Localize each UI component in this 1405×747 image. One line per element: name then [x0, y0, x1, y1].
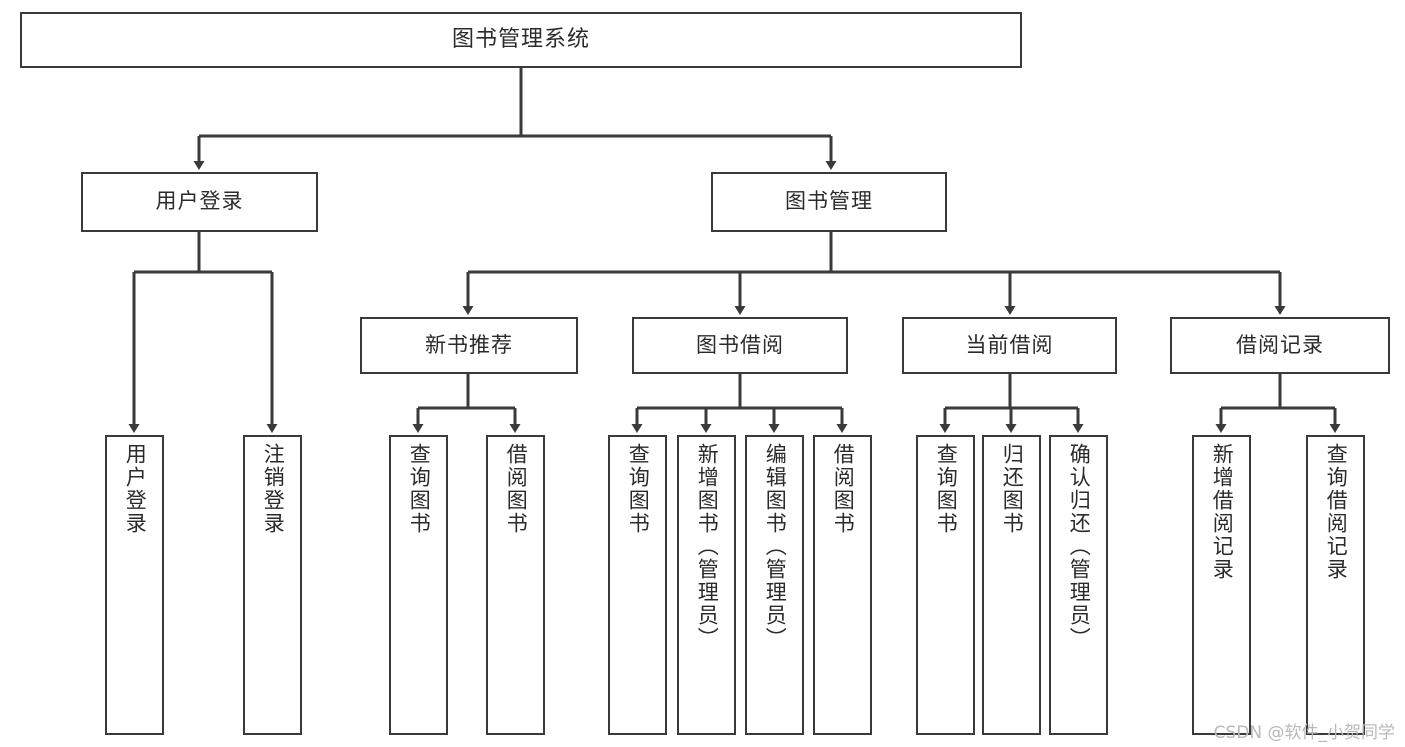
node-leaf-query-record[interactable]: 查询借阅记录	[1306, 435, 1365, 735]
node-label: 当前借阅	[965, 332, 1054, 357]
node-root-system[interactable]: 图书管理系统	[20, 12, 1022, 68]
node-leaf-user-login[interactable]: 用户登录	[105, 435, 164, 735]
node-label: 图书管理	[785, 189, 873, 214]
node-borrow-record[interactable]: 借阅记录	[1170, 317, 1390, 374]
node-leaf-add-book[interactable]: 新增图书（管理员）	[677, 435, 736, 735]
node-label: 借阅图书	[831, 443, 856, 535]
node-leaf-confirm-return[interactable]: 确认归还（管理员）	[1049, 435, 1108, 735]
node-leaf-borrow-book-2[interactable]: 借阅图书	[813, 435, 872, 735]
watermark: CSDN @软件_小贺同学	[1213, 723, 1395, 743]
node-leaf-query-book-3[interactable]: 查询图书	[916, 435, 975, 735]
node-leaf-add-record[interactable]: 新增借阅记录	[1192, 435, 1251, 735]
node-label: 用户登录	[123, 443, 148, 535]
node-leaf-borrow-book-1[interactable]: 借阅图书	[486, 435, 545, 735]
node-label: 确认归还（管理员）	[1067, 443, 1092, 650]
node-new-book-recommend[interactable]: 新书推荐	[360, 317, 578, 374]
node-label: 新书推荐	[425, 332, 513, 357]
node-label: 查询借阅记录	[1324, 443, 1349, 581]
node-leaf-return-book[interactable]: 归还图书	[982, 435, 1041, 735]
node-label: 归还图书	[1000, 443, 1025, 535]
node-label: 新增借阅记录	[1210, 443, 1235, 581]
node-label: 用户登录	[155, 189, 244, 214]
node-label: 查询图书	[626, 443, 651, 535]
node-label: 新增图书（管理员）	[695, 443, 720, 650]
node-label: 查询图书	[407, 443, 432, 535]
node-label: 借阅图书	[504, 443, 529, 535]
node-leaf-query-book-1[interactable]: 查询图书	[389, 435, 448, 735]
node-label: 编辑图书（管理员）	[763, 443, 788, 650]
node-book-borrow[interactable]: 图书借阅	[632, 317, 848, 374]
node-current-borrow[interactable]: 当前借阅	[902, 317, 1117, 374]
node-label: 图书借阅	[696, 332, 784, 357]
node-leaf-logout-login[interactable]: 注销登录	[243, 435, 302, 735]
node-book-management[interactable]: 图书管理	[711, 172, 947, 232]
node-leaf-query-book-2[interactable]: 查询图书	[608, 435, 667, 735]
node-label: 查询图书	[934, 443, 959, 535]
node-leaf-edit-book[interactable]: 编辑图书（管理员）	[745, 435, 804, 735]
node-label: 借阅记录	[1236, 332, 1324, 357]
node-label: 图书管理系统	[451, 26, 590, 52]
node-user-login[interactable]: 用户登录	[81, 172, 318, 232]
node-label: 注销登录	[261, 443, 286, 535]
